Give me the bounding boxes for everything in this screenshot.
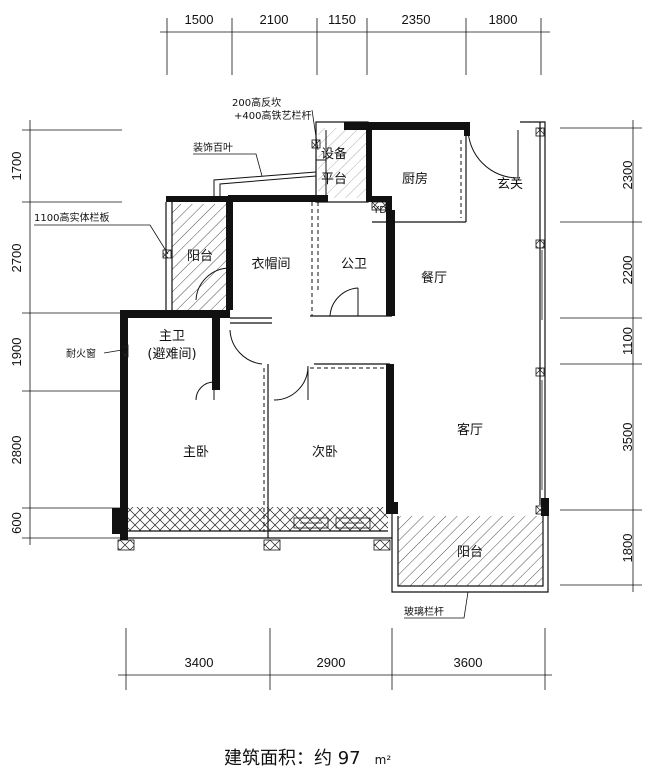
dashed-partitions	[263, 140, 462, 532]
note-fire-window: 耐火窗	[66, 347, 96, 360]
area-label: 建筑面积：约 97	[224, 748, 361, 769]
dim-right-4: 3500	[620, 423, 635, 452]
big-balcony-floor	[398, 516, 543, 586]
area-unit: m²	[374, 753, 392, 767]
dim-top-4: 2350	[402, 12, 431, 27]
room-label-cloakroom: 衣帽间	[251, 256, 290, 272]
note-railing: +400高铁艺栏杆	[234, 109, 311, 122]
louver-structure	[213, 130, 327, 196]
room-label-entrance: 玄关	[497, 177, 523, 192]
door-swings	[195, 127, 519, 401]
equipment-platform-floor	[318, 128, 366, 198]
leader-fire-window	[103, 349, 123, 354]
note-louver: 装饰百叶	[193, 141, 233, 154]
dim-left-3: 1900	[9, 338, 24, 367]
dim-bottom-1: 3400	[185, 655, 214, 670]
leader-louver	[193, 153, 263, 177]
room-label-balcony-big: 阳台	[457, 545, 483, 560]
room-label-balcony-small: 阳台	[187, 249, 213, 264]
dim-right-3: 1100	[620, 327, 635, 355]
left-dimension-line	[22, 120, 122, 545]
dim-right-2: 2200	[620, 256, 635, 285]
walls	[112, 122, 549, 540]
room-label-refuge: (避难间)	[147, 347, 196, 362]
room-label-second-bed: 次卧	[312, 444, 338, 460]
room-label-yd: YD	[372, 205, 387, 216]
dim-left-1: 1700	[9, 152, 24, 181]
building-area: 建筑面积：约 97 m²	[224, 744, 391, 772]
right-dimension-line	[560, 120, 642, 592]
room-label-kitchen: 厨房	[402, 171, 428, 187]
dim-bottom-3: 3600	[454, 655, 483, 670]
dim-top-5: 1800	[489, 12, 518, 27]
room-label-equipment-platform-1: 设备	[321, 146, 347, 162]
room-label-master-bed: 主卧	[183, 445, 209, 460]
leader-glass-rail	[404, 591, 469, 619]
thin-walls	[120, 121, 549, 593]
room-label-equipment-platform-2: 平台	[321, 172, 347, 187]
small-balcony-floor	[172, 204, 229, 310]
room-label-master-bath: 主卫	[159, 329, 185, 344]
dim-left-2: 2700	[9, 244, 24, 273]
note-glass-rail: 玻璃栏杆	[404, 605, 444, 618]
room-label-dining: 餐厅	[421, 270, 447, 286]
column-markers	[117, 127, 545, 551]
bottom-dimension-line	[118, 628, 552, 690]
top-dimension-line	[160, 18, 550, 75]
dim-top-3: 1150	[328, 12, 356, 27]
dim-left-4: 2800	[9, 436, 24, 465]
dim-top-1: 1500	[185, 12, 214, 27]
dim-left-5: 600	[9, 512, 24, 534]
dim-bottom-2: 2900	[317, 655, 346, 670]
bedroom-bay-window	[128, 507, 388, 531]
note-curb: 200高反坎	[232, 96, 281, 109]
dim-top-2: 2100	[260, 12, 289, 27]
ac-units	[293, 517, 371, 529]
leader-curb	[311, 109, 319, 151]
note-solid-rail: 1100高实体栏板	[34, 211, 109, 224]
leader-solid-rail	[34, 224, 169, 255]
room-label-public-bath: 公卫	[341, 257, 367, 272]
room-label-living: 客厅	[457, 422, 483, 438]
dim-right-1: 2300	[620, 161, 635, 190]
dim-right-5: 1800	[620, 534, 635, 563]
